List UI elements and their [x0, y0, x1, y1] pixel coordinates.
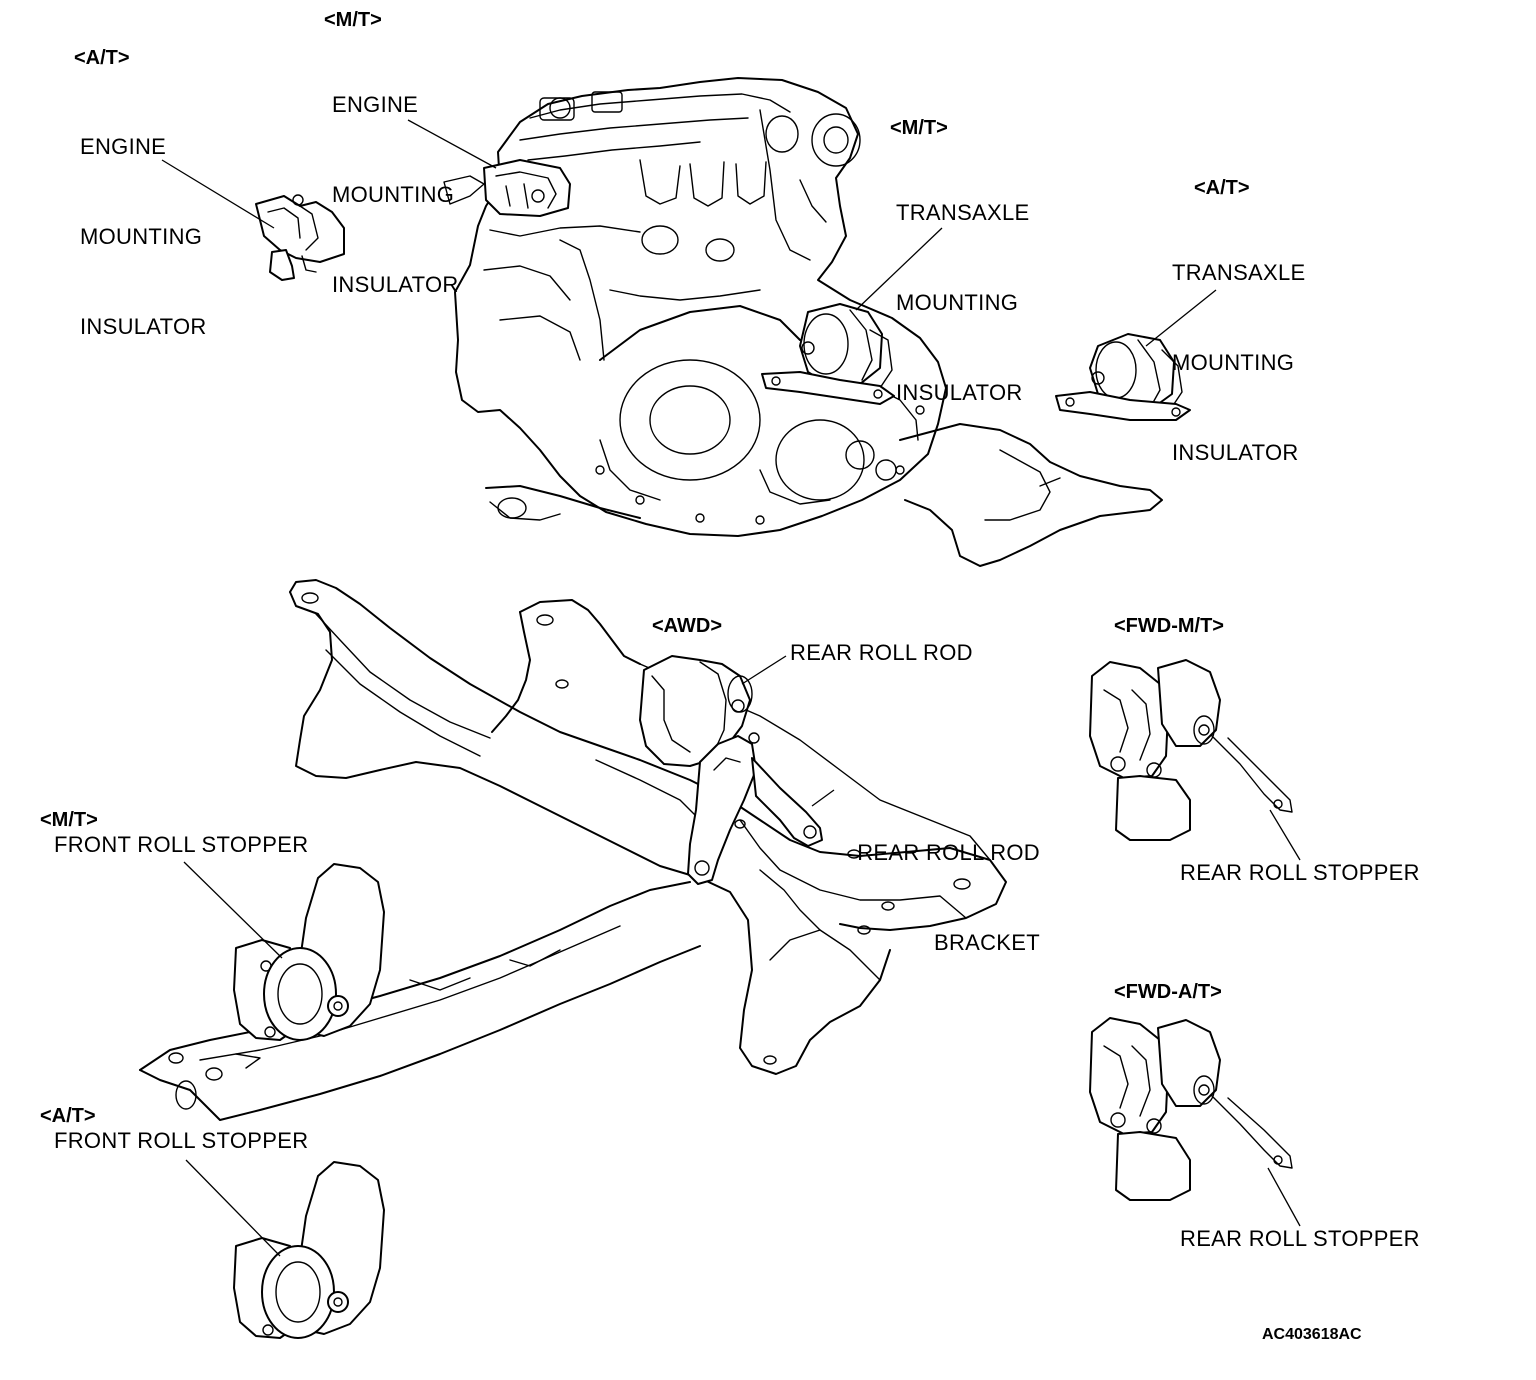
label-fwd-at-rear-roll-stopper: REAR ROLL STOPPER	[1180, 1226, 1420, 1251]
front-subframe	[139, 579, 1007, 1121]
text-mt-transaxle: TRANSAXLE MOUNTING INSULATOR	[896, 200, 1030, 405]
leader-lines	[161, 119, 1301, 1257]
awd-rear-roll-rod-part	[639, 655, 823, 885]
tag-fwd-mt: <FWD-M/T>	[1114, 615, 1224, 637]
tag-mt-engine: <M/T>	[324, 9, 382, 31]
at-front-roll-stopper-part	[233, 1161, 385, 1339]
label-rear-roll-rod: REAR ROLL ROD	[790, 640, 973, 665]
mt-transaxle-mount-part	[761, 303, 895, 405]
tag-fwd-at: <FWD-A/T>	[1114, 981, 1222, 1003]
fwd-at-rear-roll-stopper-part	[1089, 1017, 1293, 1201]
label-at-front-roll-stopper: FRONT ROLL STOPPER	[54, 1128, 309, 1153]
label-fwd-mt-rear-roll-stopper: REAR ROLL STOPPER	[1180, 860, 1420, 885]
tag-mt-transaxle: <M/T>	[890, 117, 948, 139]
at-transaxle-mount-part	[1055, 333, 1191, 421]
tag-at-transaxle: <A/T>	[1194, 177, 1250, 199]
text-at-engine: ENGINE MOUNTING INSULATOR	[80, 134, 207, 339]
figure-code: AC403618AC	[1262, 1326, 1362, 1343]
at-engine-mount-part	[255, 194, 345, 281]
tag-at-front: <A/T>	[40, 1105, 96, 1127]
tag-mt-front: <M/T>	[40, 809, 98, 831]
label-mt-front-roll-stopper: FRONT ROLL STOPPER	[54, 832, 309, 857]
engine-transaxle-assembly	[454, 77, 1163, 567]
tag-awd: <AWD>	[652, 615, 723, 637]
fwd-mt-rear-roll-stopper-part	[1089, 659, 1293, 841]
mt-engine-mount-part	[443, 159, 571, 217]
mt-front-roll-stopper-part	[233, 863, 385, 1041]
text-mt-engine: ENGINE MOUNTING INSULATOR	[332, 92, 459, 297]
text-at-transaxle: TRANSAXLE MOUNTING INSULATOR	[1172, 260, 1306, 465]
tag-at-engine: <A/T>	[74, 47, 130, 69]
label-rear-roll-rod-bracket: REAR ROLL ROD BRACKET	[857, 840, 1040, 955]
